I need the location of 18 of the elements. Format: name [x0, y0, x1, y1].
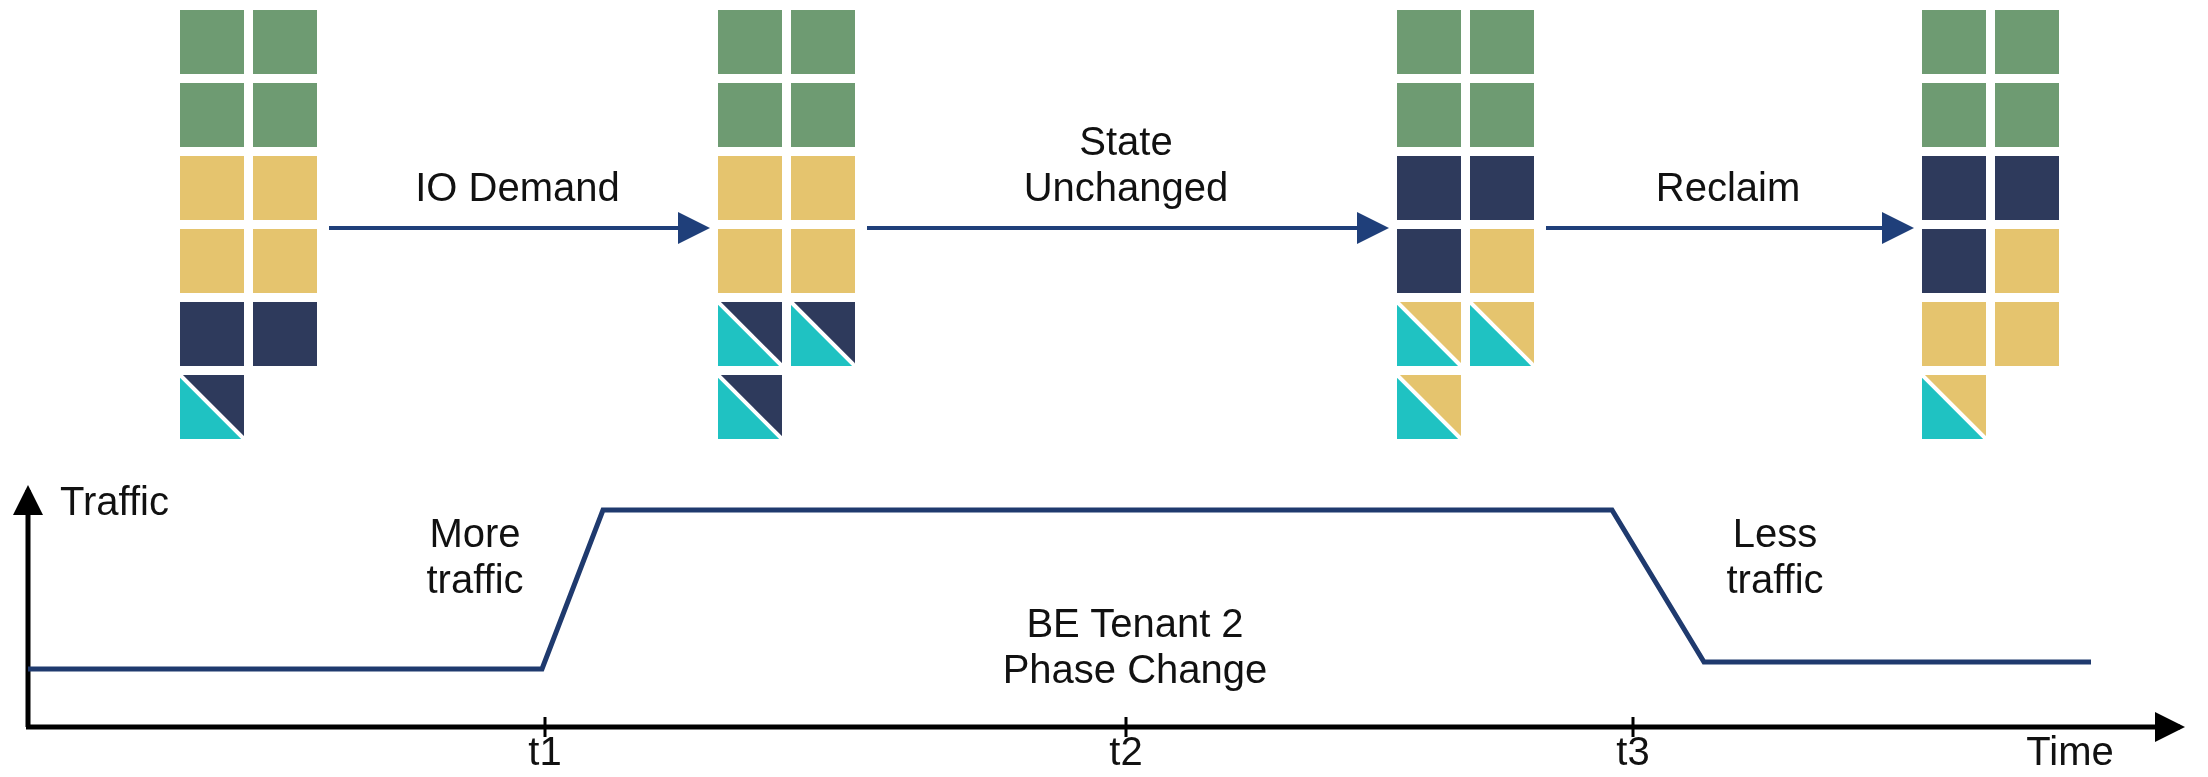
axis-label: Time [2025, 728, 2115, 774]
block-grid-drawing [1397, 10, 1534, 439]
edge-label: Reclaim [1654, 164, 1802, 210]
edge-label: State Unchanged [1022, 118, 1230, 210]
annotation-text: More traffic [425, 510, 525, 602]
tick-label: t1 [527, 728, 563, 774]
axis-label: Traffic [60, 478, 170, 524]
tick-label: t2 [1108, 728, 1144, 774]
arrow [329, 212, 710, 244]
annotation-text: BE Tenant 2 Phase Change [1001, 600, 1269, 692]
block-grid-drawing [180, 10, 317, 439]
tick-label: t3 [1615, 728, 1651, 774]
block-grid-drawing [1922, 10, 2059, 439]
arrow [867, 212, 1389, 244]
arrow [1546, 212, 1914, 244]
edge-label: IO Demand [414, 164, 621, 210]
block-grid-drawing [718, 10, 855, 439]
annotation-text: Less traffic [1725, 510, 1825, 602]
